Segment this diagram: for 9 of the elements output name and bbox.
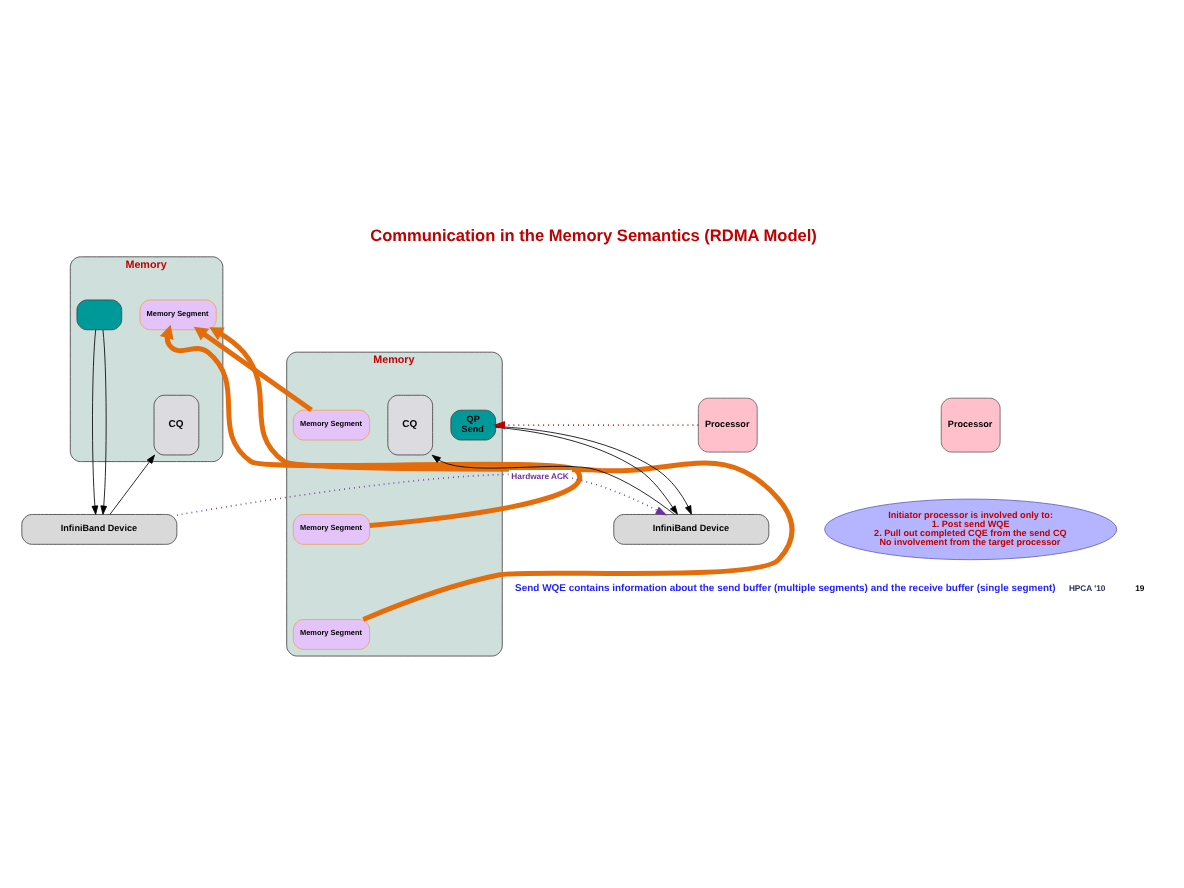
arrow <box>176 473 668 516</box>
arrow <box>109 454 155 515</box>
arrow <box>159 324 582 528</box>
arrow <box>209 327 795 622</box>
arrow <box>431 454 675 515</box>
arrow <box>100 329 108 515</box>
node-box <box>76 299 123 331</box>
arrow <box>91 329 99 515</box>
diagram-title: Communication in the Memory Semantics (RDMA Model) <box>370 225 817 246</box>
